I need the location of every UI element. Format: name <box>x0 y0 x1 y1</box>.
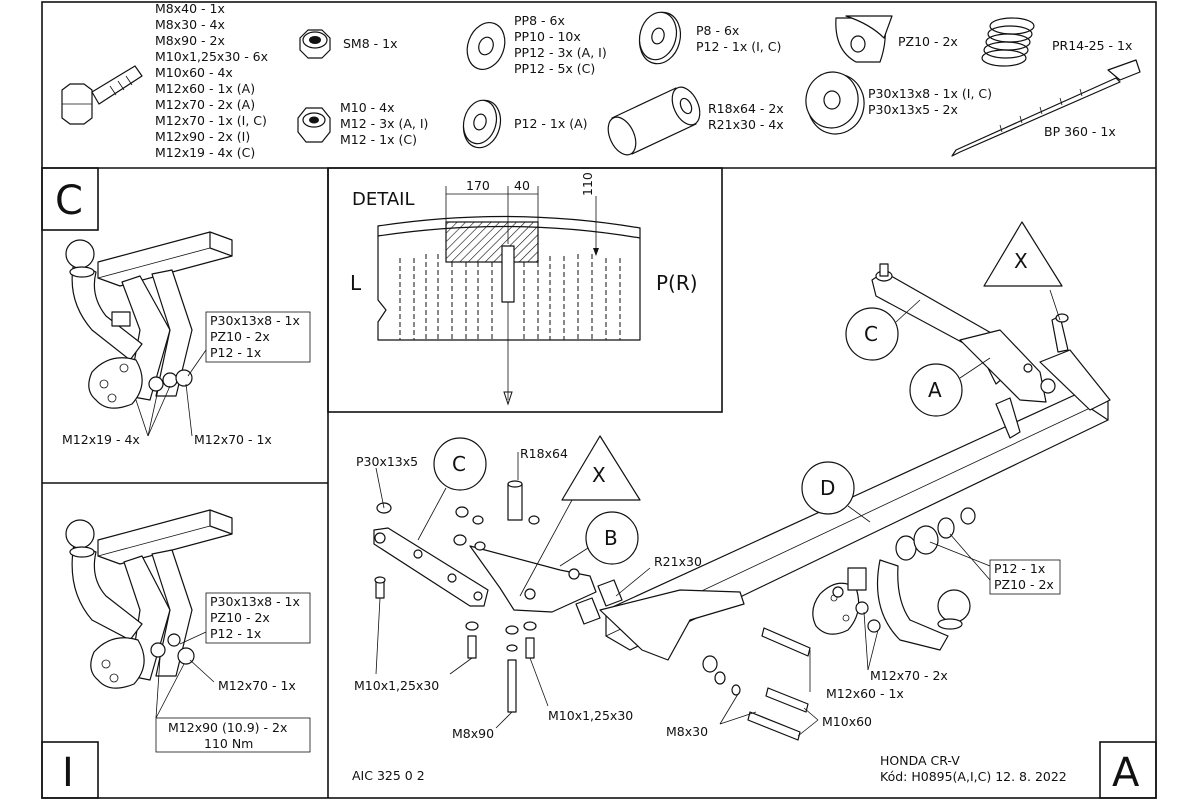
circle-c-left <box>433 437 487 491</box>
parts-list: M8x40 - 1x M8x30 - 4x M8x90 - 2x M10x1,2… <box>61 1 1141 160</box>
bumper-ribs <box>399 254 621 340</box>
circle-d <box>801 461 855 515</box>
bolt-list-8: M12x90 - 2x (I) <box>155 129 250 144</box>
panel-i-torque-0: M12x90 (10.9) - 2x <box>168 720 287 735</box>
thick-washer-icon <box>462 99 502 149</box>
bolt-list-2: M8x90 - 2x <box>155 33 225 48</box>
panel-i-box-2: P12 - 1x <box>210 626 261 641</box>
bolt-list-9: M12x19 - 4x (C) <box>155 145 255 160</box>
nut-list-1: M12 - 3x (A, I) <box>340 116 428 131</box>
kod-date: Kód: H0895(A,I,C) 12. 8. 2022 <box>880 769 1067 784</box>
cable-tie-icon <box>951 59 1141 157</box>
panel-c: C P30x13x8 - 1x PZ10 - 2x P12 - 1x M12x1… <box>41 167 311 447</box>
label-m8x30: M8x30 <box>666 724 708 739</box>
pr-label: PR14-25 - 1x <box>1052 38 1132 53</box>
triangle-x-top <box>983 221 1063 287</box>
title-block: AIC 325 0 2 HONDA CR-V Kód: H0895(A,I,C)… <box>352 741 1157 799</box>
bolt-list-3: M10x1,25x30 - 6x <box>155 49 268 64</box>
panel-c-box-0: P30x13x8 - 1x <box>210 313 300 328</box>
panel-c-label-right: M12x70 - 1x <box>194 432 272 447</box>
circle-a <box>909 363 963 417</box>
bolt-list-1: M8x30 - 4x <box>155 17 225 32</box>
panel-i-torque-1: 110 Nm <box>204 736 253 751</box>
detail-left: L <box>350 271 362 295</box>
pp-list-0: PP8 - 6x <box>514 13 565 28</box>
sm8-label: SM8 - 1x <box>343 36 397 51</box>
p30-list-1: P30x13x5 - 2x <box>868 102 958 117</box>
bolt-list-4: M10x60 - 4x <box>155 65 233 80</box>
bolt-icon <box>61 65 143 125</box>
nut-list-2: M12 - 1x (C) <box>340 132 417 147</box>
pz10-label: PZ10 - 2x <box>898 34 958 49</box>
p8-list-1: P12 - 1x (I, C) <box>696 39 781 54</box>
flat-washer-icon <box>638 11 682 65</box>
p12a-label: P12 - 1x (A) <box>514 116 588 131</box>
label-m12x70: M12x70 - 2x <box>870 668 948 683</box>
panel-i-label-right: M12x70 - 1x <box>218 678 296 693</box>
washer-icon <box>466 22 506 70</box>
pp-list-1: PP10 - 10x <box>514 29 581 44</box>
detail-title: DETAIL <box>352 189 414 210</box>
p30-list-0: P30x13x8 - 1x (I, C) <box>868 86 992 101</box>
circle-d-label: D <box>820 476 835 500</box>
triangle-x-left-label: X <box>592 463 606 487</box>
spacer-list-1: R21x30 - 4x <box>708 117 784 132</box>
panel-c-box-1: PZ10 - 2x <box>210 329 270 344</box>
hex-nut-icon <box>297 107 331 143</box>
circle-b-label: B <box>604 526 618 550</box>
panel-c-box-2: P12 - 1x <box>210 345 261 360</box>
bp-label: BP 360 - 1x <box>1044 124 1116 139</box>
triangle-x-top-label: X <box>1014 249 1028 273</box>
label-r18x64: R18x64 <box>520 446 568 461</box>
label-p12-box-0: P12 - 1x <box>994 561 1045 576</box>
spacer-tube-icon <box>607 86 701 156</box>
circle-c-left-label: C <box>452 452 466 476</box>
vertical-bolts <box>374 576 549 729</box>
label-p12-box-1: PZ10 - 2x <box>994 577 1054 592</box>
pp-list-2: PP12 - 3x (A, I) <box>514 45 607 60</box>
bolt-list-0: M8x40 - 1x <box>155 1 225 16</box>
large-washer-icon <box>805 71 865 135</box>
panel-i: I P30x13x8 - 1x PZ10 - 2x P12 - 1x M12x7… <box>41 509 311 799</box>
label-m10-b: M10x1,25x30 <box>548 708 633 723</box>
nut-list-0: M10 - 4x <box>340 100 395 115</box>
bolt-list-5: M12x60 - 1x (A) <box>155 81 255 96</box>
spacer-list-0: R18x64 - 2x <box>708 101 784 116</box>
circle-c-right-label: C <box>864 322 878 346</box>
cam-washer-icon <box>835 15 893 63</box>
triangle-x-left <box>561 435 641 501</box>
circle-a-label: A <box>928 378 942 402</box>
horizontal-bolts <box>702 611 879 741</box>
label-m12x60: M12x60 - 1x <box>826 686 904 701</box>
panel-a-corner: A <box>1112 750 1140 796</box>
detail-view: DETAIL 170 40 110 L P(R) <box>327 167 723 413</box>
bolt-list-7: M12x70 - 1x (I, C) <box>155 113 267 128</box>
panel-c-corner: C <box>55 178 83 224</box>
panel-i-box-0: P30x13x8 - 1x <box>210 594 300 609</box>
drawing-frame <box>41 1 1157 799</box>
label-m8x90: M8x90 <box>452 726 494 741</box>
panel-i-corner: I <box>62 750 74 796</box>
detail-dim-1: 170 <box>466 178 490 193</box>
p8-list-0: P8 - 6x <box>696 23 739 38</box>
main-exploded-view: X C A C B D <box>354 221 1111 741</box>
label-r21x30: R21x30 <box>654 554 702 569</box>
circle-c-right <box>845 307 899 361</box>
spring-icon <box>981 17 1035 67</box>
panel-c-label-left: M12x19 - 4x <box>62 432 140 447</box>
circle-b <box>585 511 639 565</box>
label-p30x13x5: P30x13x5 <box>356 454 418 469</box>
detail-dim-2: 40 <box>514 178 530 193</box>
label-m10-a: M10x1,25x30 <box>354 678 439 693</box>
label-m10x60: M10x60 <box>822 714 872 729</box>
panel-i-box-1: PZ10 - 2x <box>210 610 270 625</box>
detail-dim-3: 110 <box>580 172 595 196</box>
pp-list-3: PP12 - 5x (C) <box>514 61 595 76</box>
detail-right: P(R) <box>656 271 698 295</box>
bolt-list-6: M12x70 - 2x (A) <box>155 97 255 112</box>
vehicle-name: HONDA CR-V <box>880 753 960 768</box>
lock-nut-icon <box>299 29 331 59</box>
drawing-code: AIC 325 0 2 <box>352 768 425 783</box>
